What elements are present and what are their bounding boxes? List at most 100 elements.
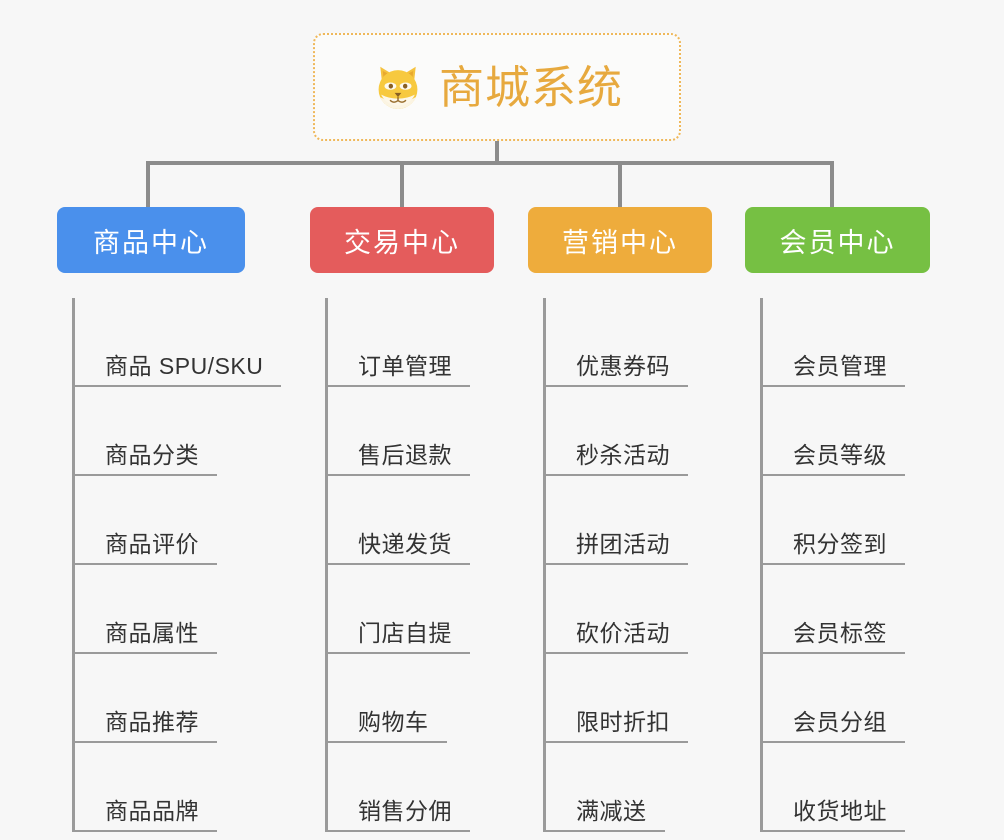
- leaf-item[interactable]: 商品品牌: [57, 743, 245, 832]
- leaf-item-label: 收货地址: [793, 797, 887, 824]
- category-header-trade-center[interactable]: 交易中心: [310, 207, 494, 273]
- leaf-item-underline: 限时折扣: [543, 708, 688, 743]
- category-header-product-center[interactable]: 商品中心: [57, 207, 245, 273]
- leaf-item-label: 会员等级: [793, 441, 887, 468]
- leaf-item-label: 商品推荐: [105, 708, 199, 735]
- leaf-item-label: 会员管理: [793, 352, 887, 379]
- leaf-item-underline: 销售分佣: [325, 797, 470, 832]
- leaf-item-underline: 拼团活动: [543, 530, 688, 565]
- leaf-item[interactable]: 秒杀活动: [528, 387, 712, 476]
- leaf-item[interactable]: 优惠券码: [528, 298, 712, 387]
- column-spine-product-center: [72, 298, 75, 832]
- leaf-item-underline: 订单管理: [325, 352, 470, 387]
- leaf-item-label: 会员标签: [793, 619, 887, 646]
- leaf-item[interactable]: 砍价活动: [528, 565, 712, 654]
- leaf-item-label: 售后退款: [358, 441, 452, 468]
- leaf-item-label: 订单管理: [358, 352, 452, 379]
- leaf-item[interactable]: 会员标签: [745, 565, 930, 654]
- leaf-item-underline: 购物车: [325, 708, 447, 743]
- leaf-item[interactable]: 订单管理: [310, 298, 494, 387]
- leaf-item-underline: 商品评价: [72, 530, 217, 565]
- leaf-item-underline: 秒杀活动: [543, 441, 688, 476]
- leaf-item-label: 积分签到: [793, 530, 887, 557]
- leaf-item[interactable]: 商品 SPU/SKU: [57, 298, 282, 387]
- category-header-label: 营销中心: [562, 227, 678, 258]
- leaf-item[interactable]: 售后退款: [310, 387, 494, 476]
- leaf-item-label: 满减送: [576, 797, 647, 824]
- leaf-item-label: 会员分组: [793, 708, 887, 735]
- leaf-item-label: 商品分类: [105, 441, 199, 468]
- category-items-marketing-center: 优惠券码秒杀活动拼团活动砍价活动限时折扣满减送: [528, 298, 712, 832]
- leaf-item-underline: 商品分类: [72, 441, 217, 476]
- leaf-item[interactable]: 会员等级: [745, 387, 930, 476]
- category-header-member-center[interactable]: 会员中心: [745, 207, 930, 273]
- leaf-item-label: 购物车: [358, 708, 429, 735]
- connector-drop-member-center: [830, 161, 834, 207]
- root-title: 商城系统: [438, 61, 623, 113]
- leaf-item-label: 拼团活动: [576, 530, 670, 557]
- column-spine-trade-center: [325, 298, 328, 832]
- leaf-item[interactable]: 限时折扣: [528, 654, 712, 743]
- leaf-item[interactable]: 收货地址: [745, 743, 930, 832]
- leaf-item[interactable]: 商品分类: [57, 387, 245, 476]
- leaf-item-label: 商品属性: [105, 619, 199, 646]
- leaf-item-underline: 商品推荐: [72, 708, 217, 743]
- leaf-item-underline: 会员分组: [760, 708, 905, 743]
- connector-stem: [495, 141, 499, 164]
- leaf-item-underline: 会员标签: [760, 619, 905, 654]
- leaf-item-underline: 商品属性: [72, 619, 217, 654]
- leaf-item-label: 快递发货: [358, 530, 452, 557]
- leaf-item-underline: 优惠券码: [543, 352, 688, 387]
- leaf-item-underline: 砍价活动: [543, 619, 688, 654]
- leaf-item-underline: 售后退款: [325, 441, 470, 476]
- leaf-item-label: 砍价活动: [576, 619, 670, 646]
- leaf-item-label: 优惠券码: [576, 352, 670, 379]
- dog-face-icon: [371, 60, 425, 114]
- leaf-item-underline: 满减送: [543, 797, 665, 832]
- leaf-item[interactable]: 销售分佣: [310, 743, 494, 832]
- leaf-item-underline: 商品 SPU/SKU: [72, 352, 282, 387]
- leaf-item-underline: 商品品牌: [72, 797, 217, 832]
- root-node[interactable]: 商城系统: [313, 33, 681, 141]
- leaf-item-underline: 积分签到: [760, 530, 905, 565]
- leaf-item[interactable]: 积分签到: [745, 476, 930, 565]
- leaf-item-label: 秒杀活动: [576, 441, 670, 468]
- column-spine-marketing-center: [543, 298, 546, 832]
- leaf-item-label: 销售分佣: [358, 797, 452, 824]
- leaf-item-label: 商品品牌: [105, 797, 199, 824]
- leaf-item[interactable]: 满减送: [528, 743, 712, 832]
- leaf-item-label: 限时折扣: [576, 708, 670, 735]
- leaf-item[interactable]: 商品属性: [57, 565, 245, 654]
- connector-drop-trade-center: [400, 161, 404, 207]
- category-column-product-center: 商品中心商品 SPU/SKU 商品分类商品评价商品属性商品推荐商品品牌: [57, 207, 282, 832]
- leaf-item[interactable]: 拼团活动: [528, 476, 712, 565]
- connector-drop-marketing-center: [618, 161, 622, 207]
- category-header-label: 商品中心: [93, 227, 209, 258]
- connector-drop-product-center: [146, 161, 150, 207]
- category-items-product-center: 商品 SPU/SKU 商品分类商品评价商品属性商品推荐商品品牌: [57, 298, 282, 832]
- category-header-label: 交易中心: [344, 227, 460, 258]
- leaf-item[interactable]: 快递发货: [310, 476, 494, 565]
- category-items-member-center: 会员管理会员等级积分签到会员标签会员分组收货地址: [745, 298, 930, 832]
- leaf-item-underline: 会员等级: [760, 441, 905, 476]
- category-column-trade-center: 交易中心订单管理售后退款快递发货门店自提购物车销售分佣: [310, 207, 494, 832]
- leaf-item-underline: 快递发货: [325, 530, 470, 565]
- leaf-item[interactable]: 会员管理: [745, 298, 930, 387]
- leaf-item-underline: 会员管理: [760, 352, 905, 387]
- leaf-item[interactable]: 门店自提: [310, 565, 494, 654]
- leaf-item-label: 商品评价: [105, 530, 199, 557]
- column-spine-member-center: [760, 298, 763, 832]
- category-header-label: 会员中心: [779, 227, 896, 258]
- leaf-item-label: 商品 SPU/SKU: [105, 352, 264, 379]
- leaf-item-underline: 收货地址: [760, 797, 905, 832]
- leaf-item[interactable]: 商品评价: [57, 476, 245, 565]
- leaf-item[interactable]: 商品推荐: [57, 654, 245, 743]
- category-header-marketing-center[interactable]: 营销中心: [528, 207, 712, 273]
- leaf-item[interactable]: 会员分组: [745, 654, 930, 743]
- category-column-member-center: 会员中心会员管理会员等级积分签到会员标签会员分组收货地址: [745, 207, 930, 832]
- connector-horizontal-bar: [148, 161, 834, 165]
- category-items-trade-center: 订单管理售后退款快递发货门店自提购物车销售分佣: [310, 298, 494, 832]
- leaf-item-label: 门店自提: [358, 619, 452, 646]
- leaf-item[interactable]: 购物车: [310, 654, 494, 743]
